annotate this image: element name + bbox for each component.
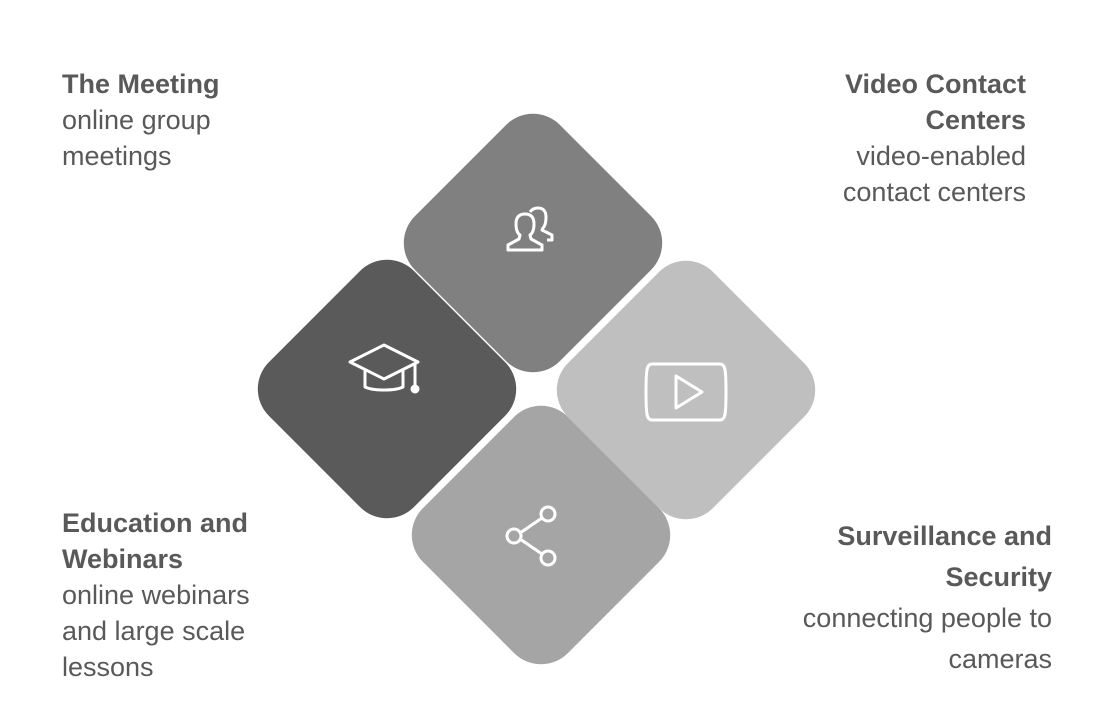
graduation-cap-icon — [348, 343, 420, 394]
label-meeting: The Meeting online group meetings — [62, 66, 242, 174]
item-description: online webinars and large scale lessons — [62, 580, 250, 682]
item-title: Video Contact Centers — [844, 69, 1026, 135]
label-video: Video Contact Centers video-enabled cont… — [786, 66, 1026, 210]
item-title: The Meeting — [62, 69, 220, 99]
item-title: Surveillance and Security — [837, 521, 1052, 592]
item-description: video-enabled contact centers — [842, 141, 1026, 207]
video-play-icon — [644, 362, 728, 422]
label-surveillance: Surveillance and Security connecting peo… — [762, 516, 1052, 680]
item-description: connecting people to cameras — [802, 603, 1052, 674]
label-education: Education and Webinars online webinars a… — [62, 505, 282, 685]
share-icon — [505, 505, 557, 567]
item-title: Education and Webinars — [62, 508, 249, 574]
users-icon — [506, 206, 554, 252]
item-description: online group meetings — [62, 105, 211, 171]
